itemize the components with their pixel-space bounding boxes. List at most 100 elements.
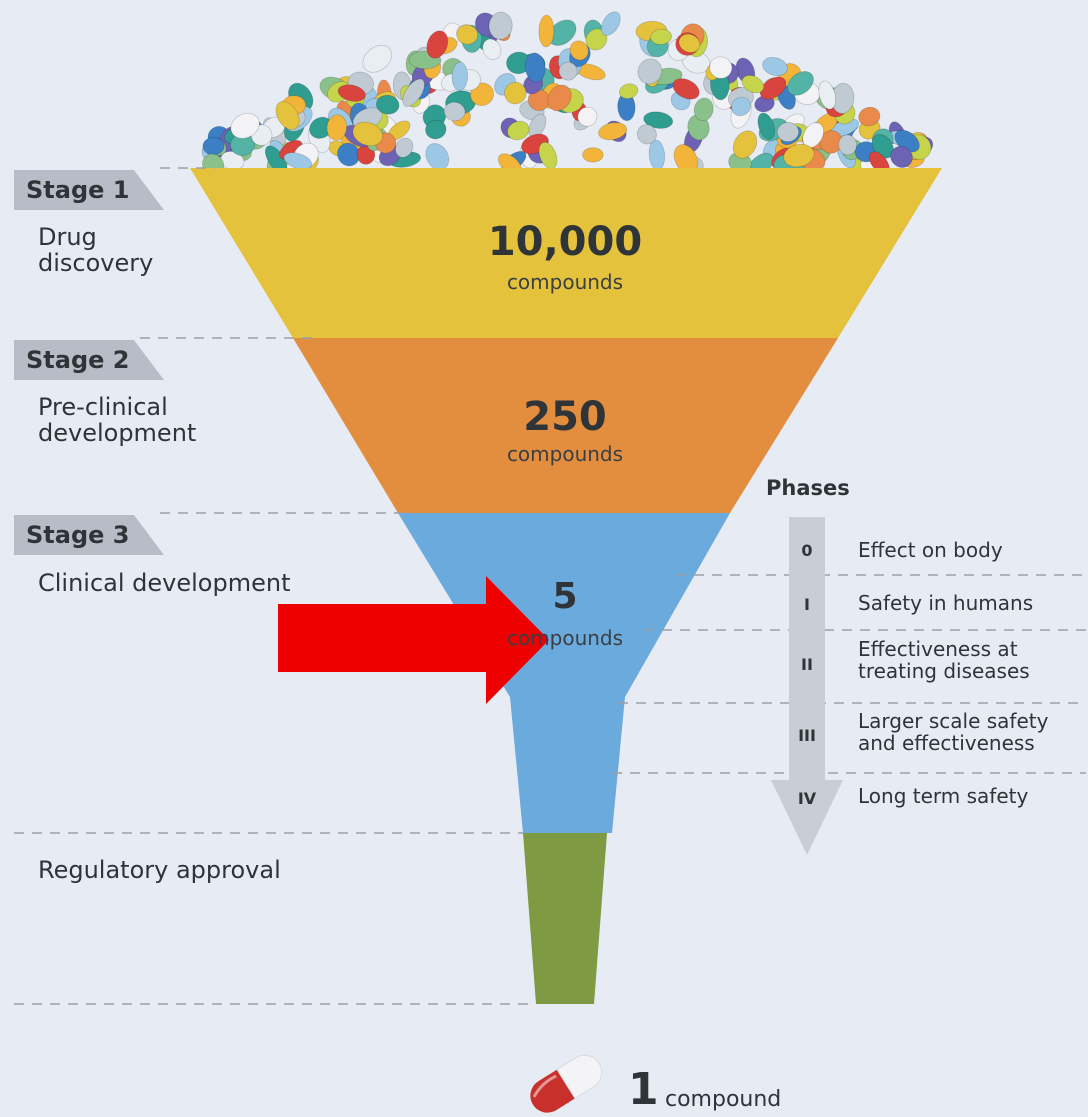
pill bbox=[838, 134, 858, 156]
pill bbox=[741, 74, 765, 94]
funnel-stage-3 bbox=[398, 513, 730, 833]
pill bbox=[527, 89, 550, 112]
stage-2-unit: compounds bbox=[506, 442, 624, 466]
pill bbox=[402, 78, 425, 107]
pill bbox=[650, 28, 672, 45]
pill bbox=[337, 84, 366, 102]
pill bbox=[362, 44, 393, 73]
pill bbox=[547, 84, 572, 112]
phase-label: Effectiveness at treating diseases bbox=[858, 638, 1030, 682]
pill bbox=[582, 147, 604, 163]
pill bbox=[337, 142, 360, 167]
pill bbox=[425, 119, 447, 140]
regulatory-label: Regulatory approval bbox=[38, 856, 281, 884]
pill bbox=[426, 30, 449, 59]
phase-number: III bbox=[798, 726, 816, 745]
pill bbox=[488, 11, 513, 40]
pill bbox=[598, 122, 628, 141]
pill bbox=[395, 137, 414, 158]
capsule-icon bbox=[530, 1054, 603, 1113]
stage-2-description: Pre-clinical development bbox=[38, 394, 196, 446]
phase-label-line: treating diseases bbox=[858, 659, 1030, 683]
phase-label: Effect on body bbox=[858, 539, 1003, 561]
pill bbox=[275, 100, 300, 131]
pill bbox=[558, 61, 578, 81]
pill bbox=[732, 130, 758, 159]
funnel-regulatory bbox=[523, 833, 607, 1004]
stage-3-desc-line: Clinical development bbox=[38, 569, 291, 597]
stage-1-desc-line: discovery bbox=[38, 249, 154, 277]
pill bbox=[600, 11, 621, 36]
pill bbox=[230, 112, 260, 139]
phase-number: I bbox=[804, 595, 810, 614]
pill bbox=[504, 81, 527, 105]
stage-1-unit: compounds bbox=[506, 270, 624, 294]
phase-label-line: Safety in humans bbox=[858, 591, 1034, 615]
pill bbox=[283, 152, 313, 170]
pill bbox=[678, 33, 701, 53]
phase-label-line: and effectiveness bbox=[858, 731, 1035, 755]
pill bbox=[636, 124, 657, 145]
phase-arrow-icon bbox=[771, 517, 843, 855]
pill bbox=[643, 111, 674, 129]
pill bbox=[890, 145, 913, 168]
pill bbox=[352, 121, 383, 147]
stage-3-tag: Stage 3 bbox=[14, 515, 164, 555]
pill bbox=[451, 61, 469, 92]
pill bbox=[762, 57, 788, 77]
pill bbox=[375, 94, 400, 115]
stage-1-description: Drug discovery bbox=[38, 224, 153, 276]
stage-2-count: 250 bbox=[523, 394, 607, 440]
pill bbox=[443, 101, 466, 122]
pill bbox=[456, 24, 479, 45]
phase-label: Safety in humans bbox=[858, 592, 1033, 614]
pill bbox=[783, 143, 815, 168]
phase-number: IV bbox=[797, 789, 817, 808]
pill bbox=[871, 133, 894, 159]
pill bbox=[538, 14, 555, 48]
phase-number: 0 bbox=[801, 541, 813, 560]
pill bbox=[482, 38, 502, 60]
funnel-stage-2 bbox=[293, 338, 838, 513]
pill bbox=[637, 58, 663, 85]
stage-3-unit: compounds bbox=[506, 626, 624, 650]
pill bbox=[524, 52, 546, 83]
pill bbox=[618, 83, 639, 99]
phase-number: II bbox=[801, 655, 813, 674]
pill bbox=[818, 80, 837, 110]
pill bbox=[672, 78, 700, 100]
phase-label-line: Effectiveness at bbox=[858, 637, 1018, 661]
pill bbox=[731, 96, 751, 117]
phase-label: Long term safety bbox=[858, 785, 1028, 807]
phases-title: Phases bbox=[766, 476, 850, 500]
red-arrow-icon bbox=[278, 576, 549, 704]
pill bbox=[693, 97, 714, 122]
stage-2-desc-line: Pre-clinical bbox=[38, 393, 168, 421]
pill bbox=[858, 106, 881, 127]
stage-3-description: Clinical development bbox=[38, 570, 291, 596]
phase-label-line: Larger scale safety bbox=[858, 709, 1049, 733]
pill bbox=[202, 136, 225, 156]
stage-2-desc-line: development bbox=[38, 419, 197, 447]
pill bbox=[776, 121, 800, 143]
stage-1-count: 10,000 bbox=[487, 219, 643, 265]
final-unit: compound bbox=[665, 1087, 782, 1112]
phase-label-line: Effect on body bbox=[858, 538, 1003, 562]
pill-pile-icon bbox=[201, 11, 934, 180]
pill bbox=[326, 114, 348, 141]
stage-1-desc-line: Drug bbox=[38, 223, 97, 251]
pill bbox=[757, 112, 776, 140]
phase-label: Larger scale safety and effectiveness bbox=[858, 710, 1048, 754]
pill bbox=[648, 139, 666, 171]
pill bbox=[577, 106, 598, 127]
final-count: 1 bbox=[628, 1064, 659, 1115]
stage-3-count: 5 bbox=[552, 576, 578, 617]
phase-label-line: Long term safety bbox=[858, 784, 1029, 808]
pill bbox=[759, 76, 787, 100]
pill bbox=[709, 56, 733, 79]
pill bbox=[569, 40, 589, 61]
funnel-stage-1 bbox=[190, 168, 942, 338]
stage-1-tag: Stage 1 bbox=[14, 170, 164, 210]
pill bbox=[787, 71, 814, 96]
